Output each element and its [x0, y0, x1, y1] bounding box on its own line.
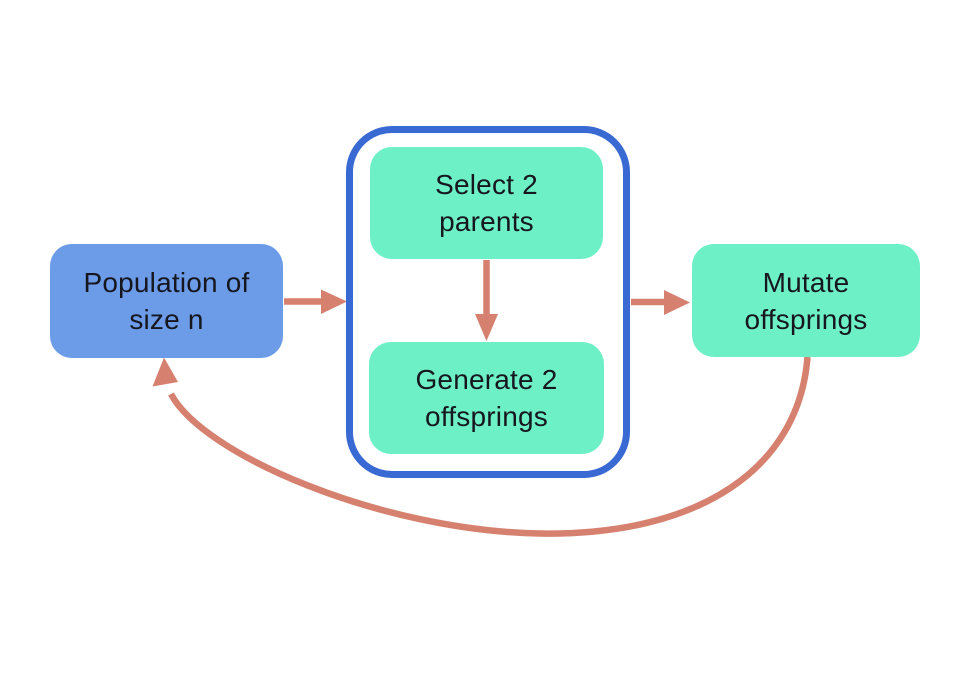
node-select-parents-line-2: parents	[439, 206, 534, 237]
node-mutate-offsprings-line-2: offsprings	[744, 303, 868, 335]
node-select-parents-line-1: Select 2	[435, 169, 538, 200]
node-generate-offsprings-line-2: offsprings	[425, 401, 548, 432]
crossover-group-box	[346, 126, 630, 478]
edge-crossover-group-to-mutate-offsprings	[631, 290, 690, 315]
node-population-line-2: size n	[129, 304, 204, 335]
node-select-parents: Select 2 parents	[370, 147, 603, 259]
node-generate-offsprings-line-1: Generate 2	[415, 364, 558, 395]
node-mutate-offsprings-line-1: Mutate	[762, 266, 850, 298]
node-population: Population of size n	[50, 244, 283, 358]
arrowhead-right-icon	[664, 290, 690, 315]
node-population-line-1: Population of	[83, 267, 250, 298]
node-generate-offsprings: Generate 2 offsprings	[369, 342, 604, 454]
arrowhead-right-icon	[321, 289, 347, 314]
arrowhead-up-icon	[152, 357, 178, 387]
node-mutate-offsprings: Mutate offsprings	[692, 244, 920, 357]
edge-population-to-crossover-group	[284, 289, 347, 314]
